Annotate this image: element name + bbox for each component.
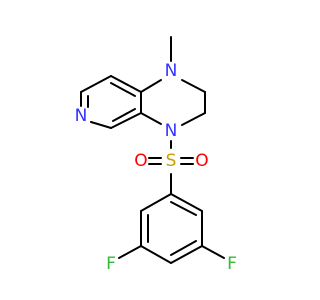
- structure-drawing: N N N S O O F F: [75, 36, 237, 274]
- atom-oxygen-left: O: [134, 151, 147, 171]
- bond-n1-c8a: [140, 79, 162, 93]
- bond-c3-n4: [181, 112, 206, 126]
- atom-oxygen-right: O: [195, 151, 208, 171]
- atom-n-methyl: N: [165, 61, 178, 81]
- atom-n-pyridine: N: [75, 106, 88, 126]
- bond-c6-c1-inner: [170, 201, 197, 216]
- atom-labels: N N N S O O F F: [75, 61, 237, 274]
- bonds: [80, 36, 225, 264]
- atom-n-sulfonyl: N: [165, 121, 178, 141]
- bond-c1-c2: [140, 193, 172, 212]
- atom-fluorine-right: F: [227, 254, 237, 274]
- atom-fluorine-left: F: [106, 254, 116, 274]
- bond-c8-c7: [80, 75, 112, 93]
- bond-c4-c5-inner: [170, 240, 197, 256]
- bond-c8a-c8: [110, 75, 142, 93]
- bond-c8a-c8-inner: [110, 82, 136, 97]
- bond-n1-c2: [181, 79, 206, 93]
- bond-c5-c4a-inner: [112, 108, 136, 122]
- bond-c5-f: [201, 245, 225, 259]
- bond-n6-c5: [90, 121, 112, 129]
- molecule-canvas: N N N S O O F F: [75, 36, 237, 274]
- atom-sulfur: S: [166, 151, 177, 171]
- bond-c6-c1: [170, 193, 203, 212]
- bond-c3-c4: [140, 245, 172, 264]
- bond-n4-c4a: [140, 112, 162, 125]
- bond-c4-c5: [170, 245, 203, 264]
- bond-c3-f: [118, 245, 142, 259]
- bond-c5-c4a: [110, 112, 142, 129]
